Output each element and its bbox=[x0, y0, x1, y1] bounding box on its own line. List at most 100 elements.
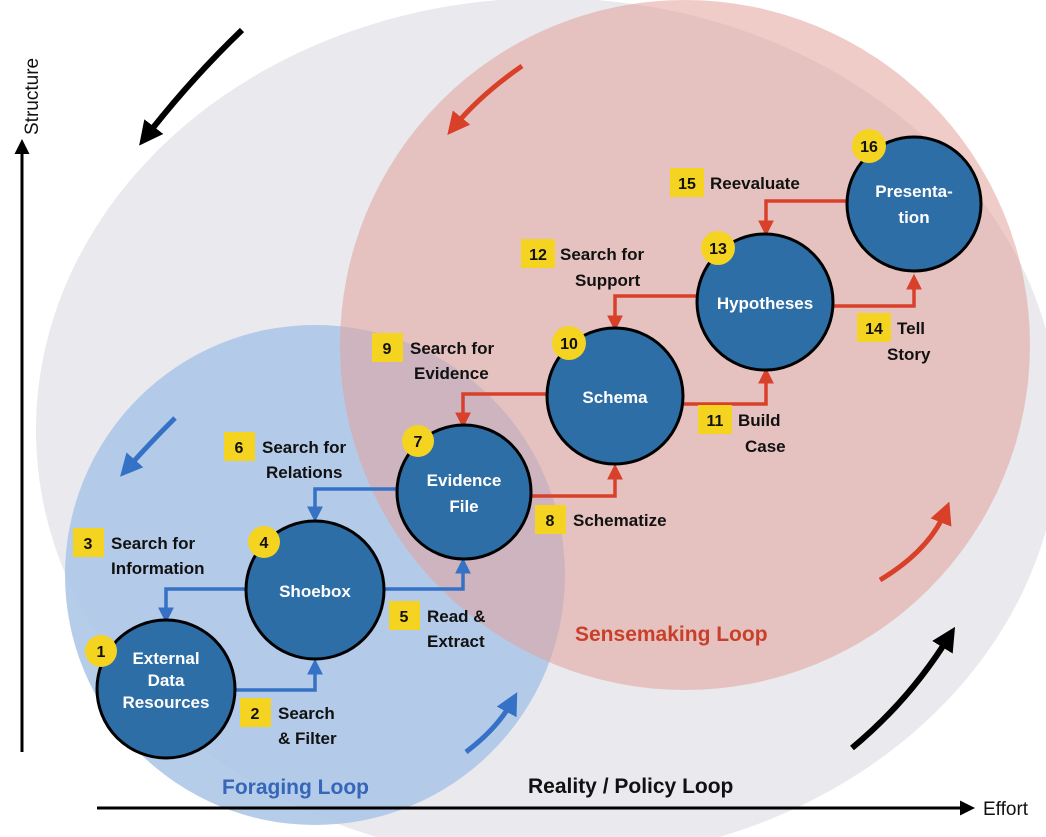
node-badge-number: 1 bbox=[97, 644, 106, 661]
step-read-extract: 5 Read &Extract bbox=[389, 601, 486, 651]
arrow-search-filter bbox=[232, 658, 323, 692]
step-label-line: Reevaluate bbox=[710, 174, 800, 193]
step-label-line: Information bbox=[111, 559, 205, 578]
node-presentation: Presenta-tion bbox=[845, 135, 983, 273]
node-label-line: tion bbox=[898, 208, 929, 227]
reality-loop-arrow-top bbox=[139, 27, 245, 146]
sensemaking-loop-arrow-top bbox=[447, 63, 524, 135]
step-label-line: Search for bbox=[262, 438, 346, 457]
node-label-line: Presenta- bbox=[875, 182, 952, 201]
x-axis-label: Effort bbox=[983, 799, 1029, 820]
step-number: 6 bbox=[235, 440, 244, 457]
node-label-line: Resources bbox=[123, 693, 210, 712]
node-badge: 16 bbox=[852, 129, 886, 163]
arrow-build-case bbox=[682, 367, 774, 406]
node-badge-number: 10 bbox=[560, 336, 578, 353]
node-schema: Schema bbox=[545, 326, 685, 466]
step-label-line: Search bbox=[278, 704, 335, 723]
y-axis-label: Structure bbox=[22, 58, 43, 135]
step-label-line: Tell bbox=[897, 319, 925, 338]
step-label-line: & Filter bbox=[278, 729, 337, 748]
svg-text:Presenta-tion: Presenta-tion bbox=[875, 182, 952, 227]
arrow-search-relations bbox=[307, 487, 398, 523]
node-badge: 13 bbox=[701, 231, 735, 265]
arrow-schematize bbox=[530, 463, 623, 498]
arrow-search-evidence bbox=[455, 392, 547, 429]
foraging-loop-arrow-top bbox=[120, 416, 177, 477]
step-label-line: Build bbox=[738, 411, 781, 430]
step-number: 2 bbox=[251, 706, 260, 723]
step-label-line: Search for bbox=[560, 245, 644, 264]
step-label-line: Evidence bbox=[414, 364, 489, 383]
node-badge: 10 bbox=[552, 326, 586, 360]
foraging-loop-label: Foraging Loop bbox=[222, 776, 369, 799]
step-number: 3 bbox=[84, 536, 93, 553]
svg-text:Schematize: Schematize bbox=[573, 511, 667, 530]
arrow-reevaluate bbox=[758, 199, 848, 237]
step-label-line: Story bbox=[887, 345, 931, 364]
node-badge-number: 13 bbox=[709, 241, 727, 258]
foraging-loop-arrow-bottom bbox=[464, 692, 518, 754]
svg-text:Read &Extract: Read &Extract bbox=[427, 607, 486, 651]
node-label-line: File bbox=[449, 497, 478, 516]
node-label-line: Shoebox bbox=[279, 582, 351, 601]
step-search-filter: 2 Search & Filter bbox=[240, 698, 337, 748]
sensemaking-loop-arrow-bottom bbox=[878, 501, 952, 583]
node-badge: 7 bbox=[402, 425, 434, 457]
step-label-line: Relations bbox=[266, 463, 343, 482]
node-badge: 4 bbox=[248, 526, 280, 558]
step-label-line: Case bbox=[745, 437, 786, 456]
node-label-line: Data bbox=[148, 671, 185, 690]
step-label-line: Schematize bbox=[573, 511, 667, 530]
step-number: 8 bbox=[546, 513, 555, 530]
node-shoebox: Shoebox bbox=[244, 519, 386, 661]
node-label-line: External bbox=[132, 649, 199, 668]
step-number: 5 bbox=[400, 609, 409, 626]
node-hypotheses: Hypotheses bbox=[695, 232, 835, 372]
node-badge-number: 7 bbox=[414, 434, 423, 451]
step-label-line: Search for bbox=[111, 534, 195, 553]
node-badge: 1 bbox=[85, 635, 117, 667]
sensemaking-loop-label: Sensemaking Loop bbox=[575, 623, 768, 646]
reality-loop-arrow-bottom bbox=[850, 626, 956, 751]
step-label-line: Search for bbox=[410, 339, 494, 358]
arrow-search-support bbox=[607, 294, 697, 332]
node-label-line: Hypotheses bbox=[717, 294, 813, 313]
svg-text:Schema: Schema bbox=[582, 388, 648, 407]
node-label-line: Schema bbox=[582, 388, 648, 407]
step-schematize: 8 Schematize bbox=[535, 505, 667, 534]
step-label-line: Support bbox=[575, 271, 640, 290]
step-number: 15 bbox=[678, 176, 696, 193]
svg-text:Hypotheses: Hypotheses bbox=[717, 294, 813, 313]
step-number: 12 bbox=[529, 247, 547, 264]
step-label-line: Read & bbox=[427, 607, 486, 626]
arrow-read-extract bbox=[382, 557, 471, 591]
step-number: 9 bbox=[383, 341, 392, 358]
arrow-search-information bbox=[158, 587, 248, 624]
node-badge-number: 16 bbox=[860, 139, 878, 156]
node-label-line: Evidence bbox=[427, 471, 502, 490]
reality-policy-loop-label: Reality / Policy Loop bbox=[528, 775, 733, 798]
arrow-tell-story bbox=[832, 273, 922, 308]
svg-text:Reevaluate: Reevaluate bbox=[710, 174, 800, 193]
step-number: 11 bbox=[707, 413, 724, 430]
node-badge-number: 4 bbox=[260, 535, 269, 552]
step-number: 14 bbox=[865, 321, 883, 338]
